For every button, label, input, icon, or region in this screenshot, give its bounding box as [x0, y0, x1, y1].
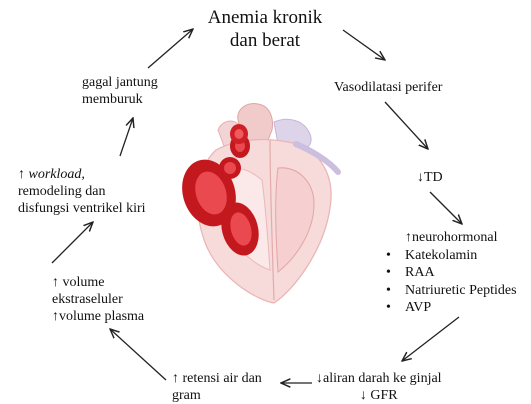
gagal-line-2: memburuk	[82, 91, 158, 108]
neuro-list: Katekolamin RAA Natriuretic Peptides AVP	[383, 247, 517, 317]
node-ginjal: ↓aliran darah ke ginjal ↓ GFR	[316, 370, 442, 404]
neuro-item: AVP	[383, 299, 517, 317]
node-neurohormonal: ↑neurohormonal Katekolamin RAA Natriuret…	[383, 229, 517, 317]
title-line-1: Anemia kronik	[190, 6, 340, 29]
workload-line-3: disfungsi ventrikel kiri	[18, 200, 146, 217]
node-retensi: ↑ retensi air dan gram	[172, 370, 262, 404]
retensi-line-1: ↑ retensi air dan	[172, 370, 262, 387]
workload-arrow: ↑	[18, 167, 29, 182]
volume-line-1: ↑ volume	[52, 274, 144, 291]
ginjal-line-1: ↓aliran darah ke ginjal	[316, 370, 442, 387]
workload-line-2: remodeling dan	[18, 183, 146, 200]
neuro-heading: ↑neurohormonal	[383, 229, 517, 247]
node-title: Anemia kronik dan berat	[190, 6, 340, 52]
node-workload: ↑ workload, remodeling dan disfungsi ven…	[18, 166, 146, 217]
gagal-line-1: gagal jantung	[82, 74, 158, 91]
volume-line-3: ↑volume plasma	[52, 308, 144, 325]
volume-line-2: ekstraseluler	[52, 291, 144, 308]
red-blood-cell-icon	[219, 157, 241, 179]
title-line-2: dan berat	[190, 29, 340, 52]
retensi-line-2: gram	[172, 387, 262, 404]
ginjal-line-2: ↓ GFR	[316, 387, 442, 404]
node-volume: ↑ volume ekstraseluler ↑volume plasma	[52, 274, 144, 325]
red-blood-cell-icon	[230, 124, 248, 144]
neuro-item: Katekolamin	[383, 247, 517, 265]
workload-word: workload,	[29, 167, 85, 182]
node-td: ↓TD	[417, 169, 443, 186]
node-gagal-jantung: gagal jantung memburuk	[82, 74, 158, 108]
neuro-item: RAA	[383, 264, 517, 282]
node-vasodilatasi: Vasodilatasi perifer	[334, 79, 442, 96]
workload-line-1: ↑ workload,	[18, 166, 146, 183]
neuro-item: Natriuretic Peptides	[383, 282, 517, 300]
